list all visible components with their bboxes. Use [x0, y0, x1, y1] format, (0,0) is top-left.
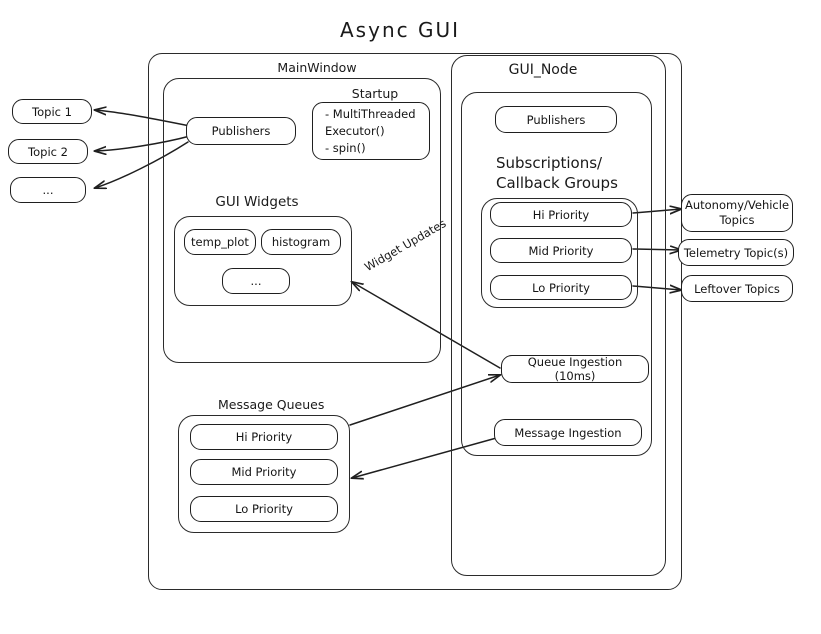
message-ingestion-box[interactable]: Message Ingestion — [494, 419, 642, 446]
main-window-label: MainWindow — [277, 60, 357, 75]
topic-box-leftover[interactable]: Leftover Topics — [681, 275, 793, 302]
startup-label: Startup — [351, 86, 399, 101]
topic-autonomy-line2: Topics — [719, 213, 755, 227]
subscriptions-container — [481, 198, 638, 308]
widget-more[interactable]: ... — [222, 268, 290, 294]
topic-box-autonomy-vehicle[interactable]: Autonomy/Vehicle Topics — [681, 194, 793, 232]
main-window-container — [163, 78, 441, 363]
subscription-hi-priority[interactable]: Hi Priority — [490, 202, 632, 227]
subscription-mid-priority[interactable]: Mid Priority — [490, 238, 632, 263]
topic-box-2[interactable]: Topic 2 — [8, 139, 88, 164]
subscriptions-label-line2: Callback Groups — [496, 174, 618, 192]
subscriptions-label-line1: Subscriptions/ — [496, 154, 603, 172]
gui-widgets-container — [174, 216, 352, 306]
topic-box-1[interactable]: Topic 1 — [12, 99, 92, 124]
subscription-lo-priority[interactable]: Lo Priority — [490, 275, 632, 300]
widget-temp-plot[interactable]: temp_plot — [184, 229, 256, 255]
gui-widgets-label: GUI Widgets — [215, 194, 299, 210]
diagram-title: Async GUI — [340, 18, 461, 42]
message-queues-label: Message Queues — [218, 397, 325, 412]
topic-box-telemetry[interactable]: Telemetry Topic(s) — [678, 239, 794, 266]
message-queues-container — [178, 415, 350, 533]
widget-histogram[interactable]: histogram — [261, 229, 341, 255]
queue-mid-priority[interactable]: Mid Priority — [190, 459, 338, 485]
queue-ingestion-box[interactable]: Queue Ingestion (10ms) — [501, 355, 649, 383]
mainwindow-publishers-box[interactable]: Publishers — [186, 117, 296, 145]
gui-node-label: GUI_Node — [508, 62, 578, 78]
topic-box-3[interactable]: ... — [10, 177, 86, 203]
gui-node-outer-container — [451, 55, 666, 576]
queue-hi-priority[interactable]: Hi Priority — [190, 424, 338, 450]
gui-node-inner-container — [461, 92, 652, 456]
outer-frame — [148, 53, 682, 590]
startup-box[interactable]: - MultiThreaded Executor() - spin() — [312, 102, 430, 160]
guinode-publishers-box[interactable]: Publishers — [495, 106, 617, 133]
topic-autonomy-line1: Autonomy/Vehicle — [684, 198, 790, 212]
queue-lo-priority[interactable]: Lo Priority — [190, 496, 338, 522]
